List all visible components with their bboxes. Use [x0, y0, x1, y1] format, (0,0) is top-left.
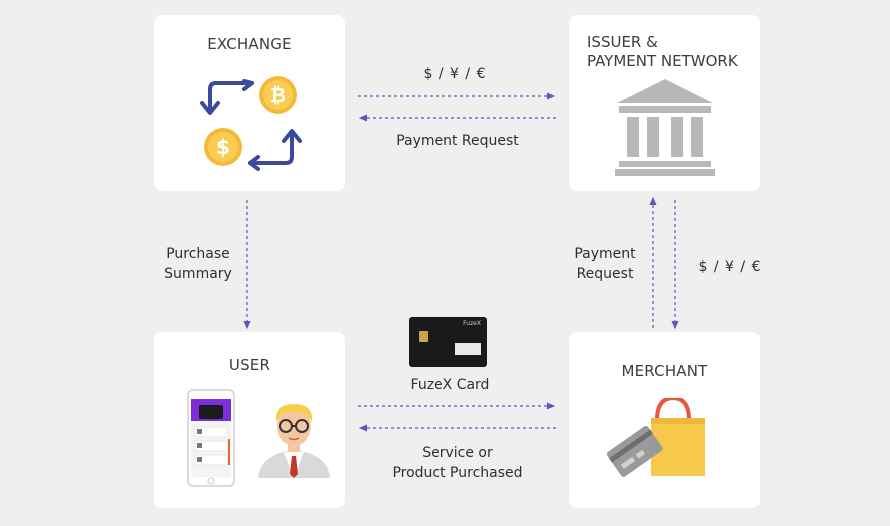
merchant-node: MERCHANT	[569, 332, 760, 508]
label-exchange-to-issuer: $ / ¥ / €	[423, 66, 487, 82]
merchant-title: MERCHANT	[621, 362, 708, 380]
user-title: USER	[228, 356, 271, 374]
label-purchase-summary: Purchase Summary	[150, 244, 246, 284]
exchange-title: EXCHANGE	[207, 35, 292, 53]
exchange-node: EXCHANGE ₿ $	[154, 15, 345, 191]
label-purchase-summary-line1: Purchase	[166, 246, 230, 262]
issuer-title-line1: ISSUER &	[587, 33, 658, 51]
label-fuzex-card: FuzeX Card	[410, 377, 490, 393]
exchange-icon: ₿ $	[200, 76, 302, 171]
issuer-node: ISSUER & PAYMENT NETWORK	[569, 15, 760, 191]
label-purchase-summary-line2: Summary	[164, 266, 232, 282]
label-payment-request-vertical: Payment Request	[558, 244, 652, 284]
label-service-line1: Service or	[422, 445, 493, 461]
label-service-product: Service or Product Purchased	[375, 443, 540, 483]
label-service-line2: Product Purchased	[392, 465, 523, 481]
svg-text:₿: ₿	[270, 83, 286, 107]
label-payment-request-line2: Request	[576, 266, 634, 282]
bank-icon	[615, 79, 715, 176]
shopping-bag-icon	[606, 398, 705, 477]
phone-icon	[187, 389, 235, 487]
label-issuer-to-exchange: Payment Request	[396, 133, 519, 149]
fuzex-card-icon: FuzeX	[409, 317, 487, 367]
person-icon	[258, 404, 330, 478]
card-brand-text: FuzeX	[463, 320, 481, 327]
svg-text:$: $	[216, 135, 230, 159]
card-chip	[419, 331, 428, 342]
label-issuer-to-merchant: $ / ¥ / €	[698, 259, 762, 275]
issuer-title-line2: PAYMENT NETWORK	[587, 52, 738, 70]
label-payment-request-line1: Payment	[574, 246, 636, 262]
card-display	[455, 343, 481, 355]
issuer-title: ISSUER & PAYMENT NETWORK	[587, 33, 738, 71]
user-node: USER	[154, 332, 345, 508]
